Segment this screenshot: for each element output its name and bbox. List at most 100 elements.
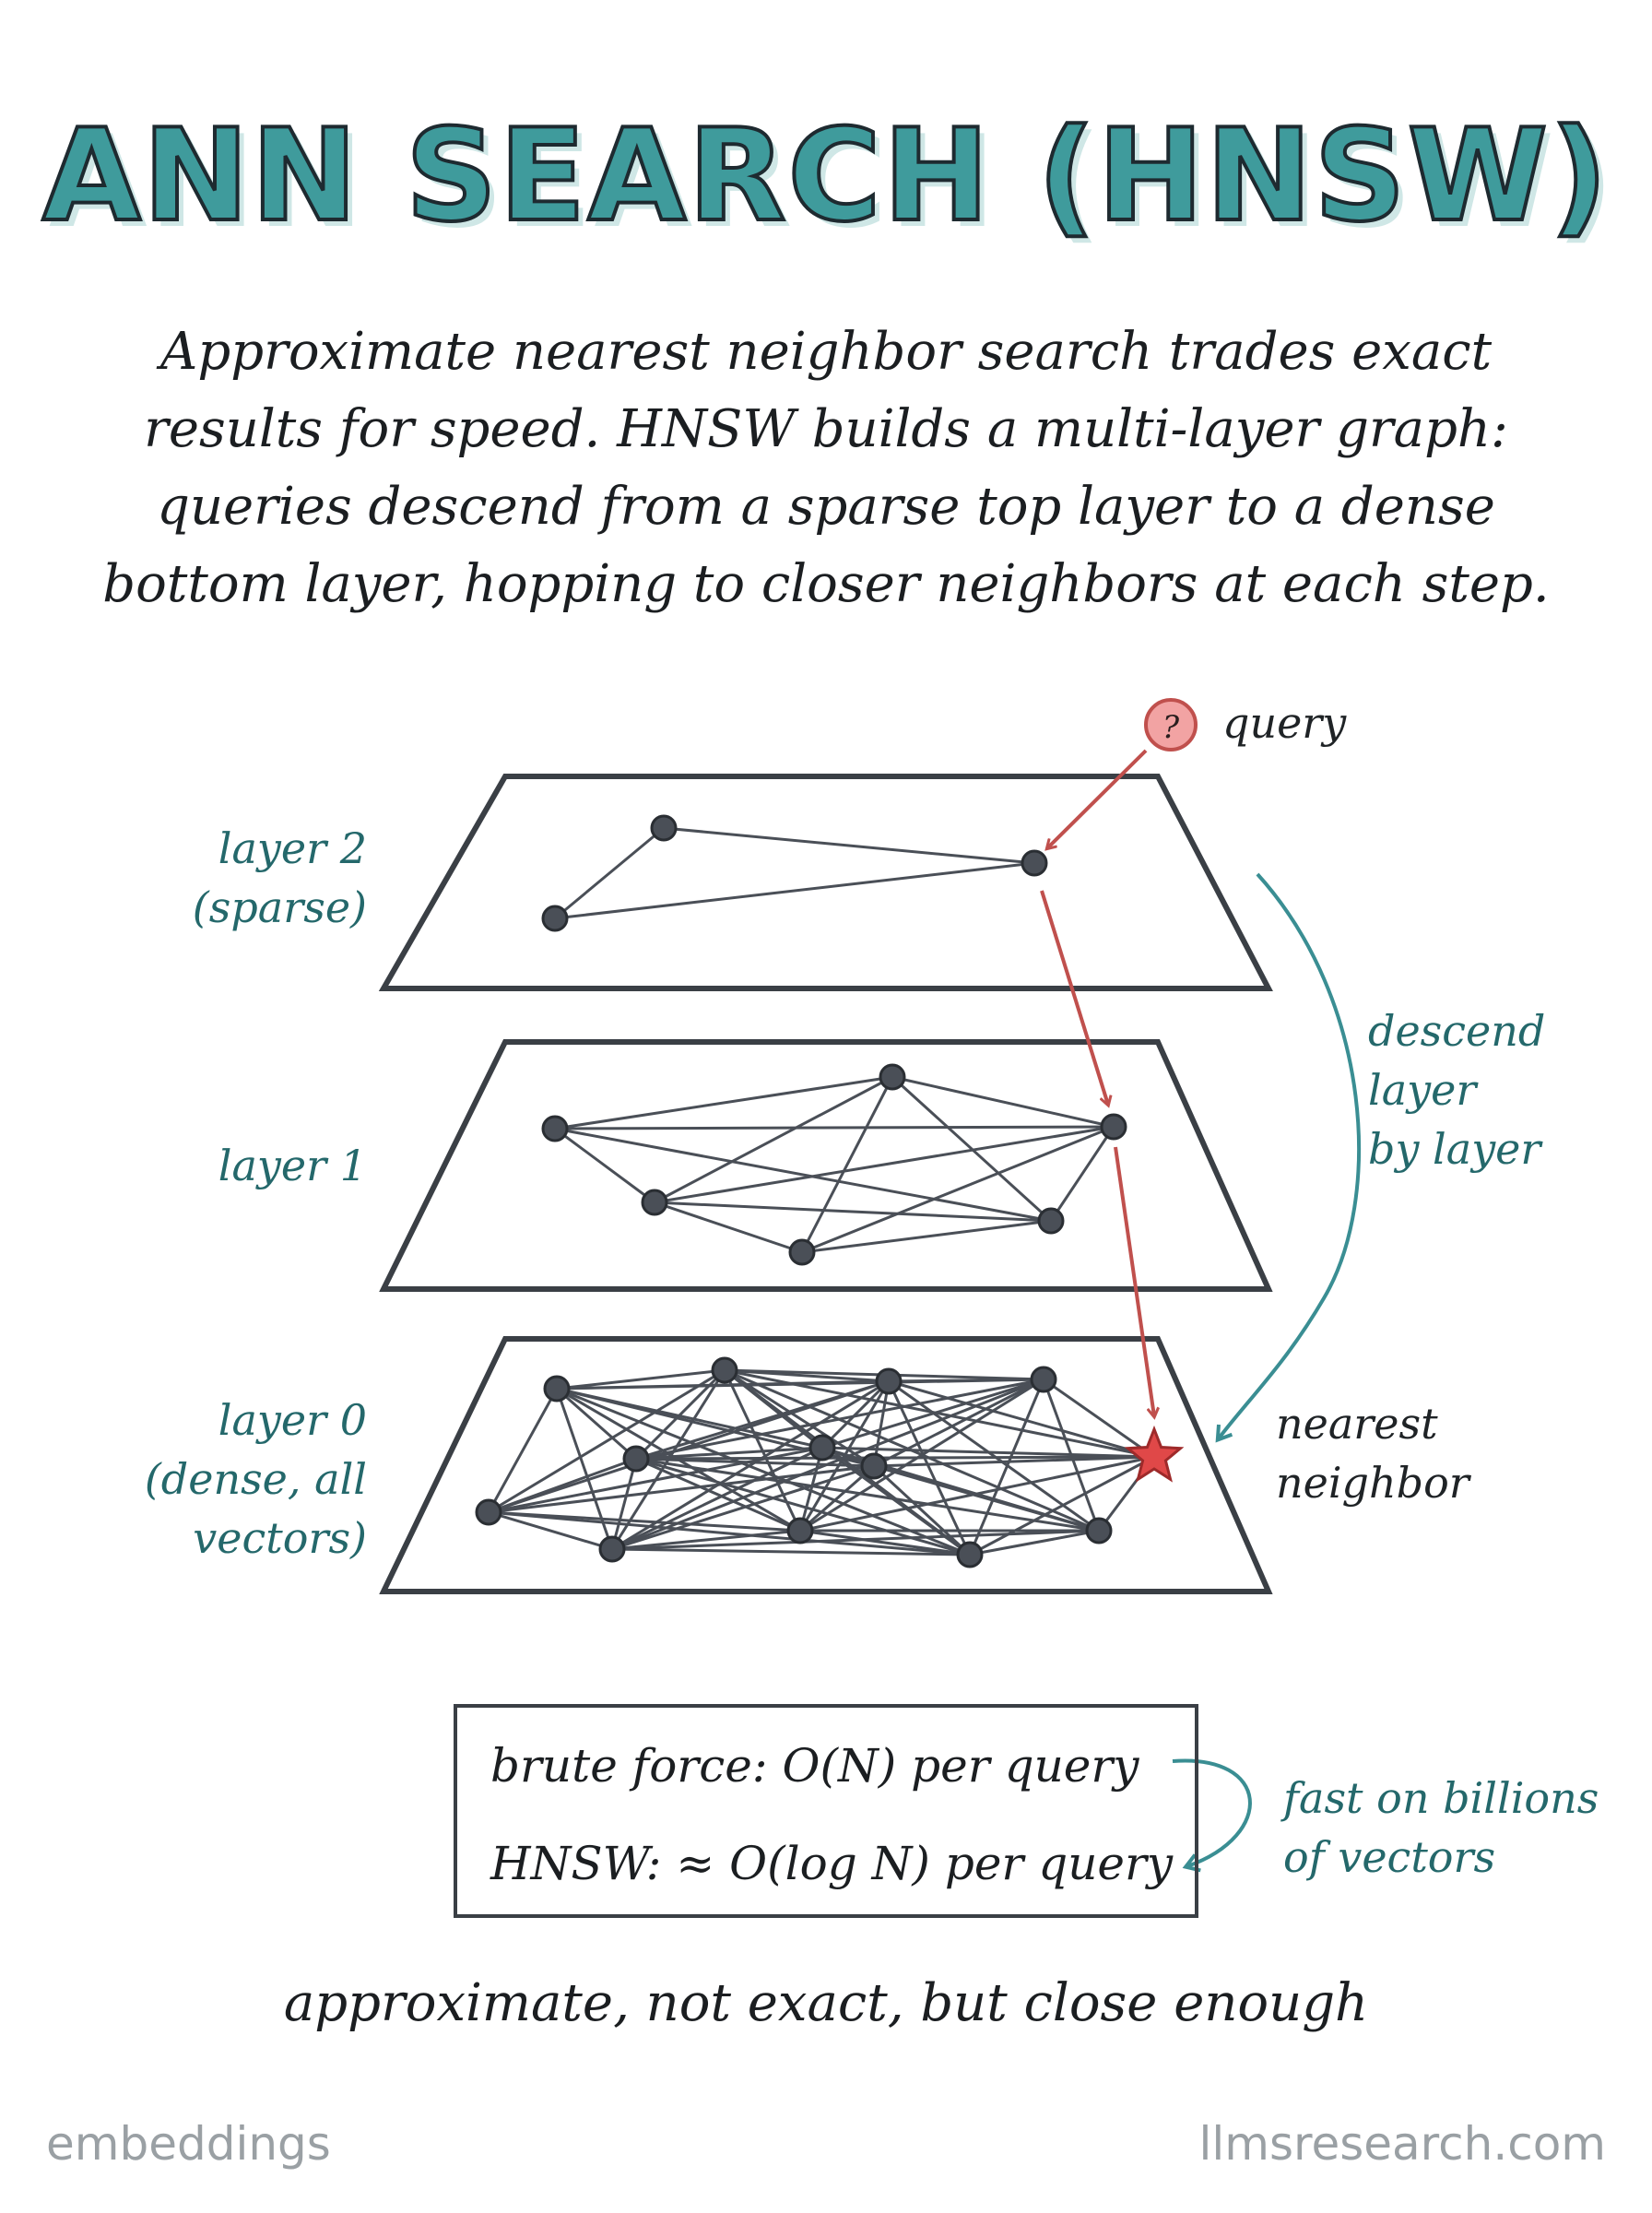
layer-0-edge bbox=[611, 1529, 801, 1551]
speedup-note: fast on billions of vectors bbox=[1283, 1773, 1599, 1882]
intro-paragraph: Approximate nearest neighbor search trad… bbox=[88, 314, 1564, 623]
label-layer-0: layer 0 (dense, all vectors) bbox=[144, 1395, 367, 1563]
layer-0-edge bbox=[873, 1455, 1155, 1468]
layer-0-edge bbox=[1043, 1378, 1155, 1459]
layer-0-edge bbox=[488, 1379, 890, 1514]
layer-1-node bbox=[879, 1063, 906, 1091]
layer-1-edge bbox=[554, 1127, 1052, 1223]
layer-0-edge bbox=[635, 1457, 1100, 1533]
layer-0-edge bbox=[968, 1379, 1045, 1556]
layer-0-node bbox=[860, 1452, 888, 1480]
query-symbol: ? bbox=[1162, 709, 1180, 746]
layer-1-node bbox=[541, 1115, 569, 1142]
layer-0-edge bbox=[872, 1464, 972, 1556]
layer-0-edge bbox=[556, 1387, 637, 1461]
layer-0-node bbox=[543, 1375, 571, 1402]
layer-0-node bbox=[786, 1517, 814, 1544]
footer-site: llmsresearch.com bbox=[1198, 2117, 1606, 2171]
layer-0-edge bbox=[634, 1368, 726, 1461]
label-layer-2: layer 2 (sparse) bbox=[192, 823, 367, 932]
label-layer-1: layer 1 bbox=[218, 1141, 367, 1190]
layer-1-edge bbox=[801, 1125, 1115, 1254]
layer-0-edge bbox=[488, 1510, 801, 1533]
layer-0-edge bbox=[724, 1368, 1155, 1459]
layer-0-edge bbox=[969, 1529, 1100, 1556]
layer-0-node bbox=[956, 1541, 984, 1568]
brute-force-complexity: brute force: O(N) per query bbox=[490, 1739, 1139, 1793]
layer-0-edge bbox=[556, 1368, 726, 1391]
graph-nodes bbox=[475, 814, 1127, 1568]
footer-topic: embeddings bbox=[46, 2117, 331, 2171]
layer-1-node bbox=[641, 1189, 668, 1216]
layer-1-edge bbox=[800, 1076, 894, 1253]
layer-1-node bbox=[1100, 1113, 1127, 1141]
layer-1-edge bbox=[654, 1201, 803, 1254]
descend-arrow bbox=[1215, 872, 1362, 1443]
intro-line: queries descend from a sparse top layer … bbox=[157, 477, 1495, 537]
layer-0-node bbox=[875, 1367, 903, 1395]
layer-0-edge bbox=[611, 1529, 1100, 1551]
layer-0-plane bbox=[379, 1336, 1273, 1594]
layer-0-edge bbox=[820, 1379, 891, 1450]
layer-0-edge bbox=[799, 1529, 971, 1556]
layer-1-node bbox=[1037, 1207, 1065, 1235]
hnsw-complexity: HNSW: ≈ O(log N) per query bbox=[490, 1837, 1174, 1890]
nearest-neighbor-label: nearest neighbor bbox=[1276, 1399, 1469, 1508]
layer-1-edge bbox=[891, 1075, 1115, 1129]
layer-0-edge bbox=[799, 1455, 1155, 1533]
intro-line: results for speed. HNSW builds a multi-l… bbox=[144, 399, 1508, 459]
layer-2-node bbox=[541, 905, 569, 932]
layer-0-edge bbox=[888, 1378, 1044, 1383]
layer-0-edge bbox=[611, 1464, 875, 1551]
layer-0-edge bbox=[821, 1446, 1155, 1459]
layer-1-edge bbox=[554, 1125, 1115, 1130]
layer-0-edge bbox=[635, 1446, 823, 1461]
layer-0-node bbox=[1030, 1366, 1057, 1393]
query-node: ? bbox=[1144, 698, 1198, 751]
layer-0-edge bbox=[872, 1380, 891, 1467]
graph-edges bbox=[487, 826, 1156, 1556]
layer-2-plane bbox=[378, 774, 1273, 991]
intro-line: Approximate nearest neighbor search trad… bbox=[159, 322, 1493, 382]
layer-1-plane bbox=[379, 1039, 1273, 1292]
layer-1-edge bbox=[654, 1125, 1115, 1204]
layer-0-edge bbox=[969, 1455, 1155, 1556]
layer-1-node bbox=[788, 1238, 816, 1266]
layer-0-edge bbox=[873, 1464, 1100, 1533]
layer-1-edge bbox=[654, 1201, 1052, 1223]
layer-0-edge bbox=[487, 1388, 559, 1513]
layer-0-edge bbox=[611, 1446, 823, 1551]
layer-0-edge bbox=[799, 1464, 875, 1533]
layer-2-edge bbox=[554, 861, 1035, 920]
layer-0-edge bbox=[635, 1455, 1155, 1461]
layer-0-edge bbox=[888, 1379, 1155, 1459]
layer-0-node bbox=[598, 1535, 626, 1563]
layer-0-edge bbox=[798, 1447, 824, 1532]
page-title: ANN SEARCH (HNSW) bbox=[41, 100, 1611, 252]
layer-0-edge bbox=[556, 1387, 971, 1556]
layer-0-edge bbox=[488, 1510, 613, 1551]
layer-0-edge bbox=[873, 1378, 1044, 1468]
layer-1-edge bbox=[654, 1075, 893, 1204]
layer-2-node bbox=[1021, 849, 1048, 877]
layer-0-edge bbox=[488, 1510, 971, 1556]
layer-0-edge bbox=[887, 1380, 972, 1556]
layer-0-edge bbox=[635, 1378, 1044, 1461]
layer-0-edge bbox=[488, 1457, 637, 1514]
layer-1-edge bbox=[554, 1127, 655, 1204]
search-path bbox=[1040, 749, 1154, 1416]
layer-0-node bbox=[711, 1356, 738, 1384]
layer-2-node bbox=[650, 814, 678, 842]
layer-0-edge bbox=[488, 1464, 875, 1514]
speedup-arrow bbox=[1172, 1758, 1252, 1873]
layer-2-edge bbox=[554, 826, 665, 920]
layer-0-edge bbox=[610, 1458, 638, 1550]
layer-1-edge bbox=[554, 1075, 893, 1130]
layer-2-edge bbox=[663, 826, 1035, 865]
layer-0-node bbox=[808, 1434, 836, 1462]
layer-0-edge bbox=[611, 1547, 971, 1556]
layer-0-node bbox=[1085, 1517, 1113, 1544]
descend-note: descend layer by layer bbox=[1368, 1006, 1546, 1174]
layer-0-edge bbox=[488, 1368, 726, 1514]
